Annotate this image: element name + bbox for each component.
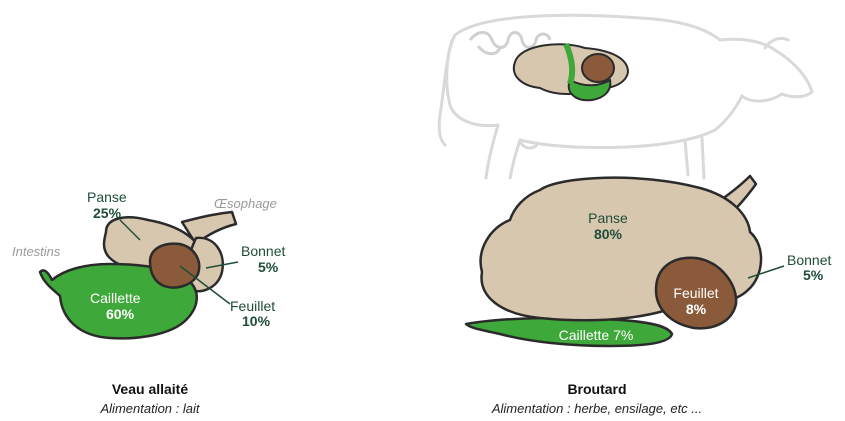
veau-feuillet-percent: 10% — [242, 313, 271, 329]
veau-oesophage-label: Œsophage — [214, 196, 277, 211]
cow-outline-illustration — [439, 15, 812, 178]
veau-caillette-percent: 60% — [106, 306, 135, 322]
veau-caption-subtitle: Alimentation : lait — [100, 401, 201, 416]
broutard-panse-label: Panse — [588, 210, 628, 226]
broutard-caption-subtitle: Alimentation : herbe, ensilage, etc ... — [491, 401, 702, 416]
broutard-stomach — [466, 176, 784, 346]
veau-feuillet-shape — [150, 244, 199, 288]
veau-stomach — [40, 212, 238, 338]
veau-panse-percent: 25% — [93, 205, 122, 221]
broutard-feuillet-label: Feuillet — [673, 285, 718, 301]
veau-intestins-label: Intestins — [12, 244, 61, 259]
veau-caption-title: Veau allaité — [112, 381, 188, 397]
broutard-feuillet-percent: 8% — [686, 301, 707, 317]
veau-bonnet-percent: 5% — [258, 259, 279, 275]
veau-feuillet-label: Feuillet — [230, 298, 275, 314]
broutard-panse-percent: 80% — [594, 226, 623, 242]
veau-bonnet-label: Bonnet — [241, 243, 285, 259]
broutard-caillette-label: Caillette 7% — [559, 327, 634, 343]
broutard-caption-title: Broutard — [567, 381, 626, 397]
veau-panse-label: Panse — [87, 189, 127, 205]
cow-stomach-mini — [514, 44, 628, 100]
broutard-bonnet-label: Bonnet — [787, 252, 831, 268]
veau-caillette-label: Caillette — [90, 290, 141, 306]
broutard-bonnet-percent: 5% — [803, 267, 824, 283]
